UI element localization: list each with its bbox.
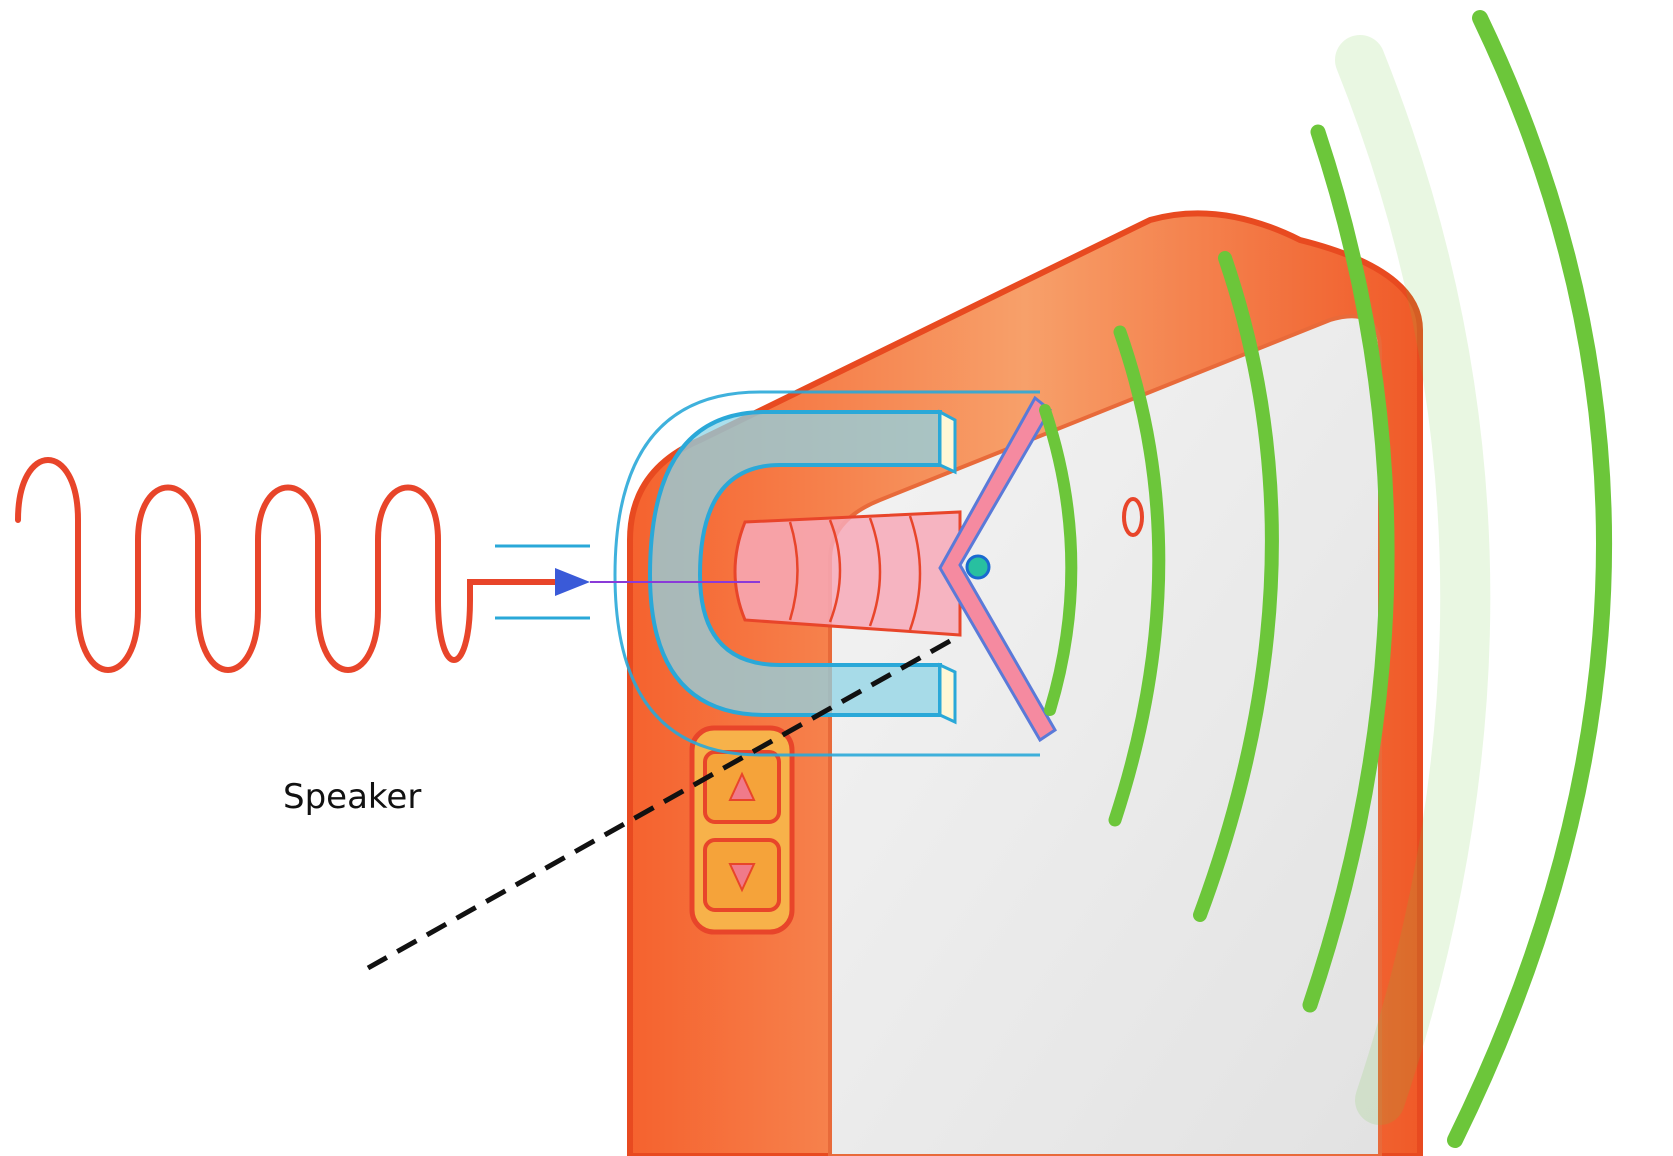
speaker-label: Speaker (283, 777, 421, 817)
voice-coil (735, 512, 960, 635)
volume-down-icon (705, 840, 779, 910)
volume-up-icon (705, 752, 779, 822)
